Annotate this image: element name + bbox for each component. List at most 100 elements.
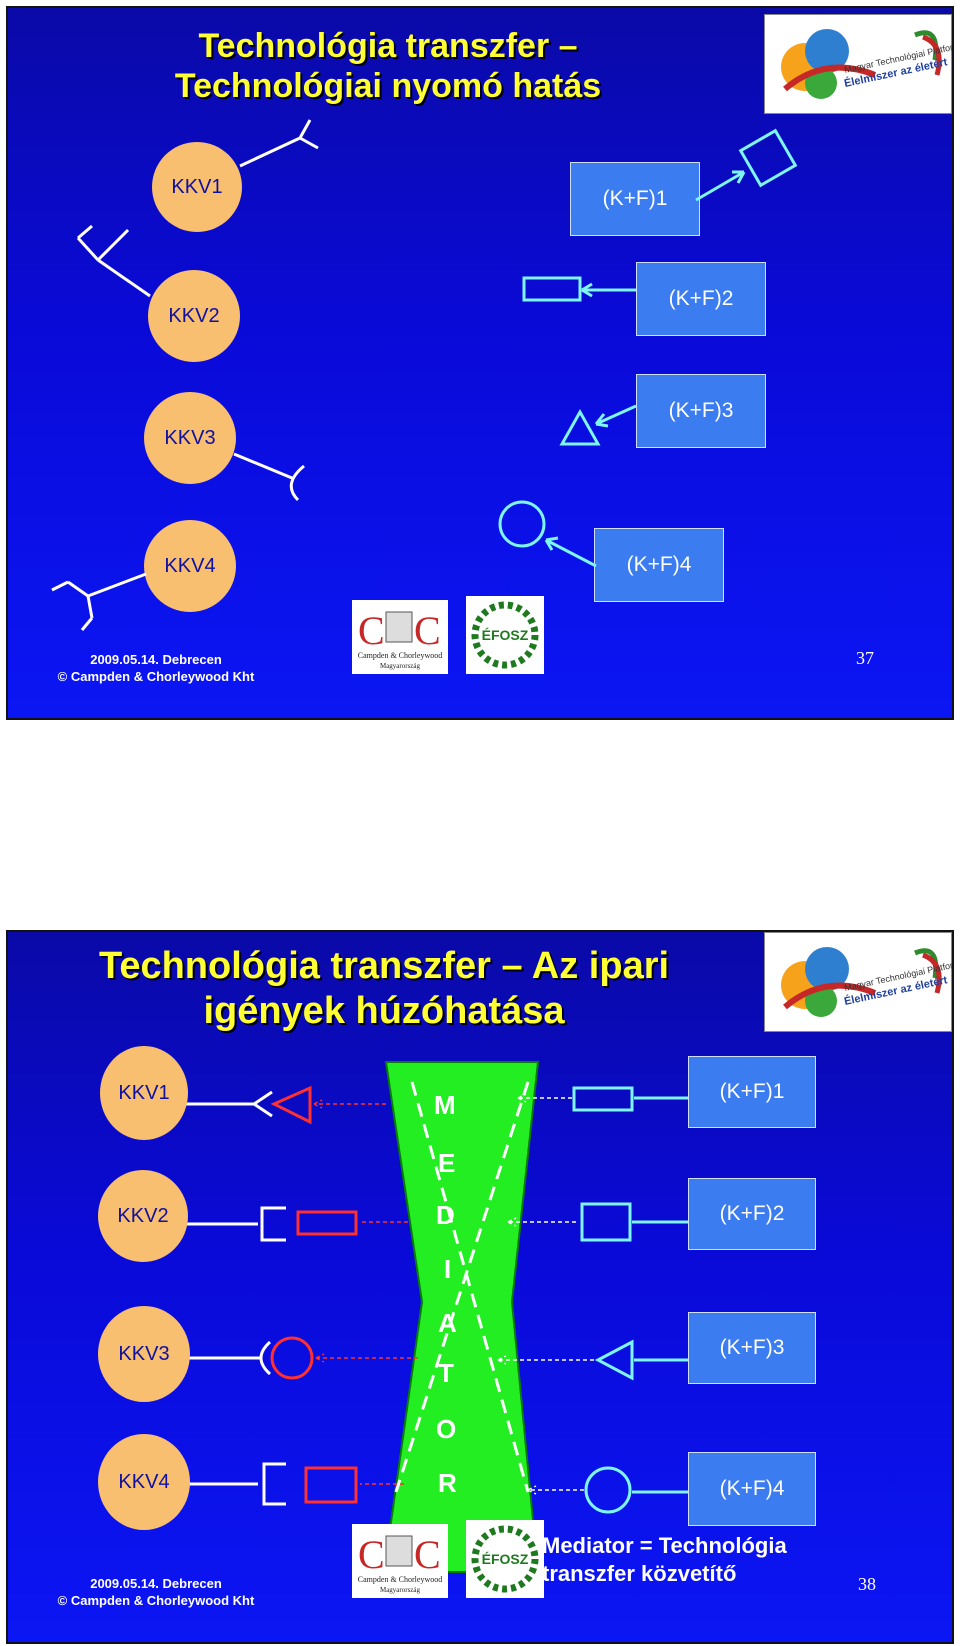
kf3-dashed-arrow [497,1355,594,1365]
kkv2-fork-connector [76,224,151,298]
mediator-letter-t: T [438,1358,454,1388]
footer-date: 2009.05.14. Debrecen [90,1576,222,1591]
mediator-letter-d: D [436,1200,455,1230]
svg-text:C: C [358,1532,385,1577]
kkv1-circle: KKV1 [152,142,242,232]
campden-logo-text: Campden & Chorleywood [358,651,442,660]
kf3-triangle-shape [594,1339,634,1381]
efosz-logo: ÉFOSZ [466,1520,544,1598]
page-number: 37 [856,648,874,668]
kf4-arrow-connector [544,536,597,568]
kkv2-circle: KKV2 [148,270,240,362]
campden-logo-text: Campden & Chorleywood [358,1575,442,1584]
title-line-2: Technológiai nyomó hatás [174,67,602,106]
caption-line-1: Mediator = Technológia [542,1533,787,1558]
title-line-2: igények húzóhatása [203,989,565,1032]
kf1-dashed-arrow [517,1093,572,1103]
footer-copyright: © Campden & Chorleywood Kht [57,669,255,684]
footer: 2009.05.14. Debrecen © Campden & Chorley… [38,651,274,685]
kkv2-circle: KKV2 [98,1170,188,1262]
mediator-letter-r: R [438,1468,457,1498]
efosz-logo-text: ÉFOSZ [482,1551,529,1567]
kkv3-circle: KKV3 [98,1306,190,1402]
need3-circle-shape [270,1336,314,1380]
kkv1-circle: KKV1 [100,1046,188,1140]
slide-37: Technológia transzfer – Technológiai nyo… [6,6,954,720]
kf2-box: (K+F)2 [636,262,766,336]
kkv3-cup-connector [184,1340,272,1376]
efosz-logo-graphic: ÉFOSZ [471,1525,539,1593]
kf3-box: (K+F)3 [688,1312,816,1384]
need3-dashed-arrow [315,1353,418,1363]
mediator-letter-i: I [444,1254,452,1284]
kf2-square-shape [580,1202,632,1242]
page-number: 38 [858,1574,876,1594]
campden-logo-subtext: Magyarország [380,662,421,670]
kf3-box: (K+F)3 [636,374,766,448]
kf3-triangle-shape [559,408,601,446]
kkv2-bracket-connector [184,1206,286,1242]
need2-rect-shape [296,1210,358,1236]
kf2-dashed-arrow [507,1217,576,1227]
mediator-letter-m: M [434,1090,456,1120]
kf2-box: (K+F)2 [688,1178,816,1250]
kf1-box: (K+F)1 [688,1056,816,1128]
slide1-connectors [51,119,798,631]
kf3-arrow-connector [594,404,637,428]
mediator-hourglass [382,1061,540,1573]
need4-rect-shape [304,1466,358,1504]
mediator-letter-o: O [436,1414,457,1444]
kf4-circle-shape [498,500,546,548]
slide-38: Technológia transzfer – Az ipari igények… [6,930,954,1644]
kkv1-fork-connector [184,1090,273,1118]
mediator-dashed-diagonal-2 [394,1081,530,1493]
mediator-letter-e: E [438,1148,456,1178]
platform-logo: Magyar Technológiai Platform Élelmiszer … [764,14,952,114]
kf1-arrow-connector [695,170,745,202]
kf4-box: (K+F)4 [594,528,724,602]
kkv4-bracket-connector [184,1462,286,1506]
kf2-rect-shape [522,276,582,302]
kf4-box: (K+F)4 [688,1452,816,1526]
kkv4-fork-connector [51,572,147,631]
campden-logo-graphic: C C Campden & Chorleywood Magyarország [358,608,442,670]
mediator-caption: Mediator = Technológia transzfer közvetí… [542,1532,832,1588]
platform-logo-graphic: Magyar Technológiai Platform Élelmiszer … [781,29,952,99]
kkv1-fork-connector [239,119,319,168]
campden-logo: C C Campden & Chorleywood Magyarország [352,1524,448,1598]
efosz-logo-text: ÉFOSZ [482,627,529,643]
slide-title: Technológia transzfer – Technológiai nyo… [88,26,688,106]
caption-line-2: transzfer közvetítő [542,1561,737,1586]
slide-title: Technológia transzfer – Az ipari igények… [44,944,724,1034]
efosz-logo: ÉFOSZ [466,596,544,674]
platform-logo-graphic: Magyar Technológiai Platform Élelmiszer … [781,947,952,1017]
need1-dashed-arrow [313,1099,386,1109]
title-line-1: Technológia transzfer – Az ipari [98,945,670,987]
kf1-square-shape [738,128,798,188]
kf4-dashed-arrow [527,1485,584,1495]
efosz-logo-graphic: ÉFOSZ [471,601,539,669]
footer-copyright: © Campden & Chorleywood Kht [57,1593,255,1608]
kf2-arrow-connector [581,282,636,298]
svg-text:C: C [414,608,441,653]
title-line-1: Technológia transzfer – [198,27,578,65]
platform-logo: Magyar Technológiai Platform Élelmiszer … [764,932,952,1032]
campden-logo-subtext: Magyarország [380,1586,421,1594]
kkv3-cup-connector [233,452,305,502]
kf1-rect-shape [572,1086,634,1112]
kkv4-circle: KKV4 [144,520,236,612]
campden-logo-graphic: C C Campden & Chorleywood Magyarország [358,1532,442,1594]
kkv3-circle: KKV3 [144,392,236,484]
svg-text:C: C [414,1532,441,1577]
footer: 2009.05.14. Debrecen © Campden & Chorley… [38,1575,274,1609]
need1-triangle-shape [270,1085,312,1125]
slide2-diagram [184,1061,696,1573]
campden-logo: C C Campden & Chorleywood Magyarország [352,600,448,674]
mediator-dashed-diagonal-1 [410,1081,530,1493]
kf1-box: (K+F)1 [570,162,700,236]
mediator-letter-a: A [438,1308,457,1338]
kf4-circle-shape [584,1466,632,1514]
kkv4-circle: KKV4 [98,1434,190,1530]
svg-text:C: C [358,608,385,653]
footer-date: 2009.05.14. Debrecen [90,652,222,667]
